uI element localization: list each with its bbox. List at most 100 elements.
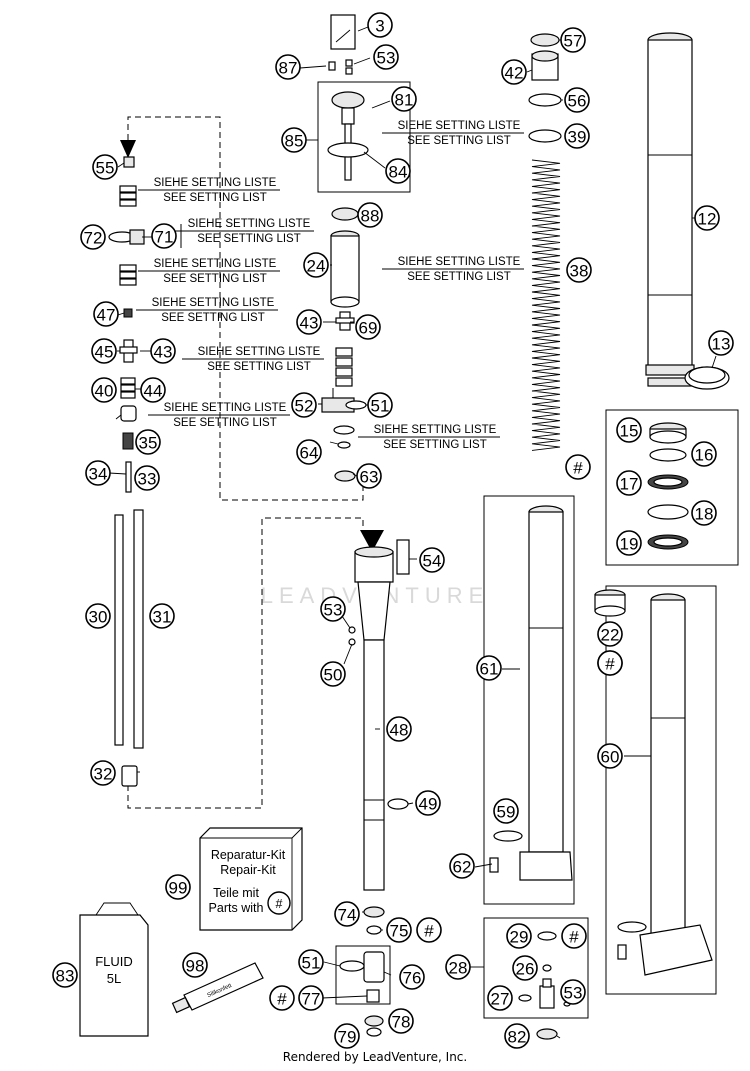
callout-label: 16: [695, 446, 714, 465]
callout-48: 48: [386, 716, 412, 742]
seal-kit-rings: [647, 422, 689, 550]
callout-hash: #: [597, 650, 623, 676]
callout-3: 3: [367, 12, 393, 38]
callout-34: 34: [85, 460, 111, 486]
callout-62: 62: [449, 853, 475, 879]
callout-label: 76: [403, 969, 422, 988]
callout-84: 84: [385, 158, 411, 184]
part-87-53: [328, 59, 353, 75]
callout-label: 32: [94, 765, 113, 784]
callout-49: 49: [415, 790, 441, 816]
callout-label: 50: [324, 666, 343, 685]
part-88: [331, 207, 359, 221]
callout-74: 74: [334, 901, 360, 927]
callout-79: 79: [334, 1023, 360, 1049]
callout-35: 35: [135, 429, 161, 455]
callout-hash: #: [561, 923, 587, 949]
setting-list-de: SIEHE SETTING LISTE: [152, 297, 275, 309]
callout-label: 62: [453, 858, 472, 877]
callout-label: 35: [139, 434, 158, 453]
callout-33: 33: [134, 465, 160, 491]
part-24: [330, 230, 360, 308]
footer-credit: Rendered by LeadVenture, Inc.: [282, 1050, 468, 1064]
callout-76: 76: [399, 964, 425, 990]
callout-60: 60: [597, 743, 623, 769]
grease-tube: Silikonfett: [171, 962, 264, 1014]
callout-label: 83: [56, 967, 75, 986]
callout-55: 55: [92, 154, 118, 180]
part-3: [330, 14, 356, 50]
callout-label: 13: [712, 335, 731, 354]
callout-83: 83: [52, 962, 78, 988]
fluid-can-line2: 5L: [107, 971, 121, 986]
part-74: [363, 906, 385, 918]
kit-hash: #: [276, 897, 283, 911]
small-parts-box: [483, 917, 589, 1019]
part-60-outer-tube: [617, 593, 713, 976]
callout-label: 60: [601, 748, 620, 767]
setting-list-de: SIEHE SETTING LISTE: [154, 258, 277, 270]
callout-label: 81: [395, 91, 414, 110]
callout-53: 53: [373, 44, 399, 70]
callout-label: 39: [568, 128, 587, 147]
callout-16: 16: [691, 441, 717, 467]
callout-63: 63: [356, 463, 382, 489]
callout-85: 85: [281, 127, 307, 153]
setting-list-en: SEE SETTING LIST: [163, 192, 267, 204]
callout-64: 64: [296, 439, 322, 465]
part-61-outer-tube: [489, 505, 573, 881]
part-63: [334, 470, 356, 482]
callout-label: 72: [84, 229, 103, 248]
repair-kit-box: Reparatur-Kit Repair-Kit Teile mit Parts…: [199, 827, 303, 931]
part-bump-stop: [335, 347, 353, 387]
part-55: [123, 156, 135, 168]
callout-label: 69: [359, 319, 378, 338]
callout-hash: #: [416, 917, 442, 943]
callout-52: 52: [291, 392, 317, 418]
callout-label: 40: [95, 382, 114, 401]
callout-30: 30: [85, 603, 111, 629]
fluid-can: FLUID 5L: [79, 902, 149, 1037]
callout-label: 87: [279, 59, 298, 78]
setting-list-en: SEE SETTING LIST: [407, 135, 511, 147]
callout-27: 27: [487, 985, 513, 1011]
part-30: [114, 514, 124, 746]
part-40: [120, 405, 137, 422]
dashed-path-lower: [127, 517, 364, 809]
callout-label: 29: [510, 928, 529, 947]
callout-label: #: [424, 922, 434, 941]
callout-label: 77: [302, 990, 321, 1009]
callout-label: 53: [377, 49, 396, 68]
callout-17: 17: [616, 470, 642, 496]
callout-88: 88: [357, 202, 383, 228]
setting-list-en: SEE SETTING LIST: [197, 233, 301, 245]
callout-label: 85: [285, 132, 304, 151]
arrow-head-cartridge: [360, 530, 384, 552]
callout-hash: #: [565, 454, 591, 480]
callout-label: 19: [620, 535, 639, 554]
part-34-33: [125, 461, 132, 493]
callout-label: 78: [392, 1013, 411, 1032]
callout-81: 81: [391, 86, 417, 112]
callout-label: 71: [155, 228, 174, 247]
callout-45: 45: [91, 338, 117, 364]
part-57-42-56: [528, 33, 562, 107]
part-85-cap: [327, 91, 369, 181]
callout-label: 98: [186, 957, 205, 976]
seal-kit-box: [605, 409, 739, 566]
setting-list-de: SIEHE SETTING LISTE: [188, 218, 311, 230]
part-35: [122, 432, 134, 450]
callout-57: 57: [560, 27, 586, 53]
part-76: [339, 951, 385, 983]
callout-label: 61: [480, 660, 499, 679]
callout-54: 54: [419, 547, 445, 573]
callout-31: 31: [149, 603, 175, 629]
part-31: [133, 509, 144, 749]
callout-label: 74: [338, 906, 357, 925]
setting-list-de: SIEHE SETTING LISTE: [398, 256, 521, 268]
callout-label: 82: [508, 1028, 527, 1047]
part-22: [594, 589, 626, 617]
callout-label: 88: [361, 207, 380, 226]
setting-list-de: SIEHE SETTING LISTE: [154, 177, 277, 189]
